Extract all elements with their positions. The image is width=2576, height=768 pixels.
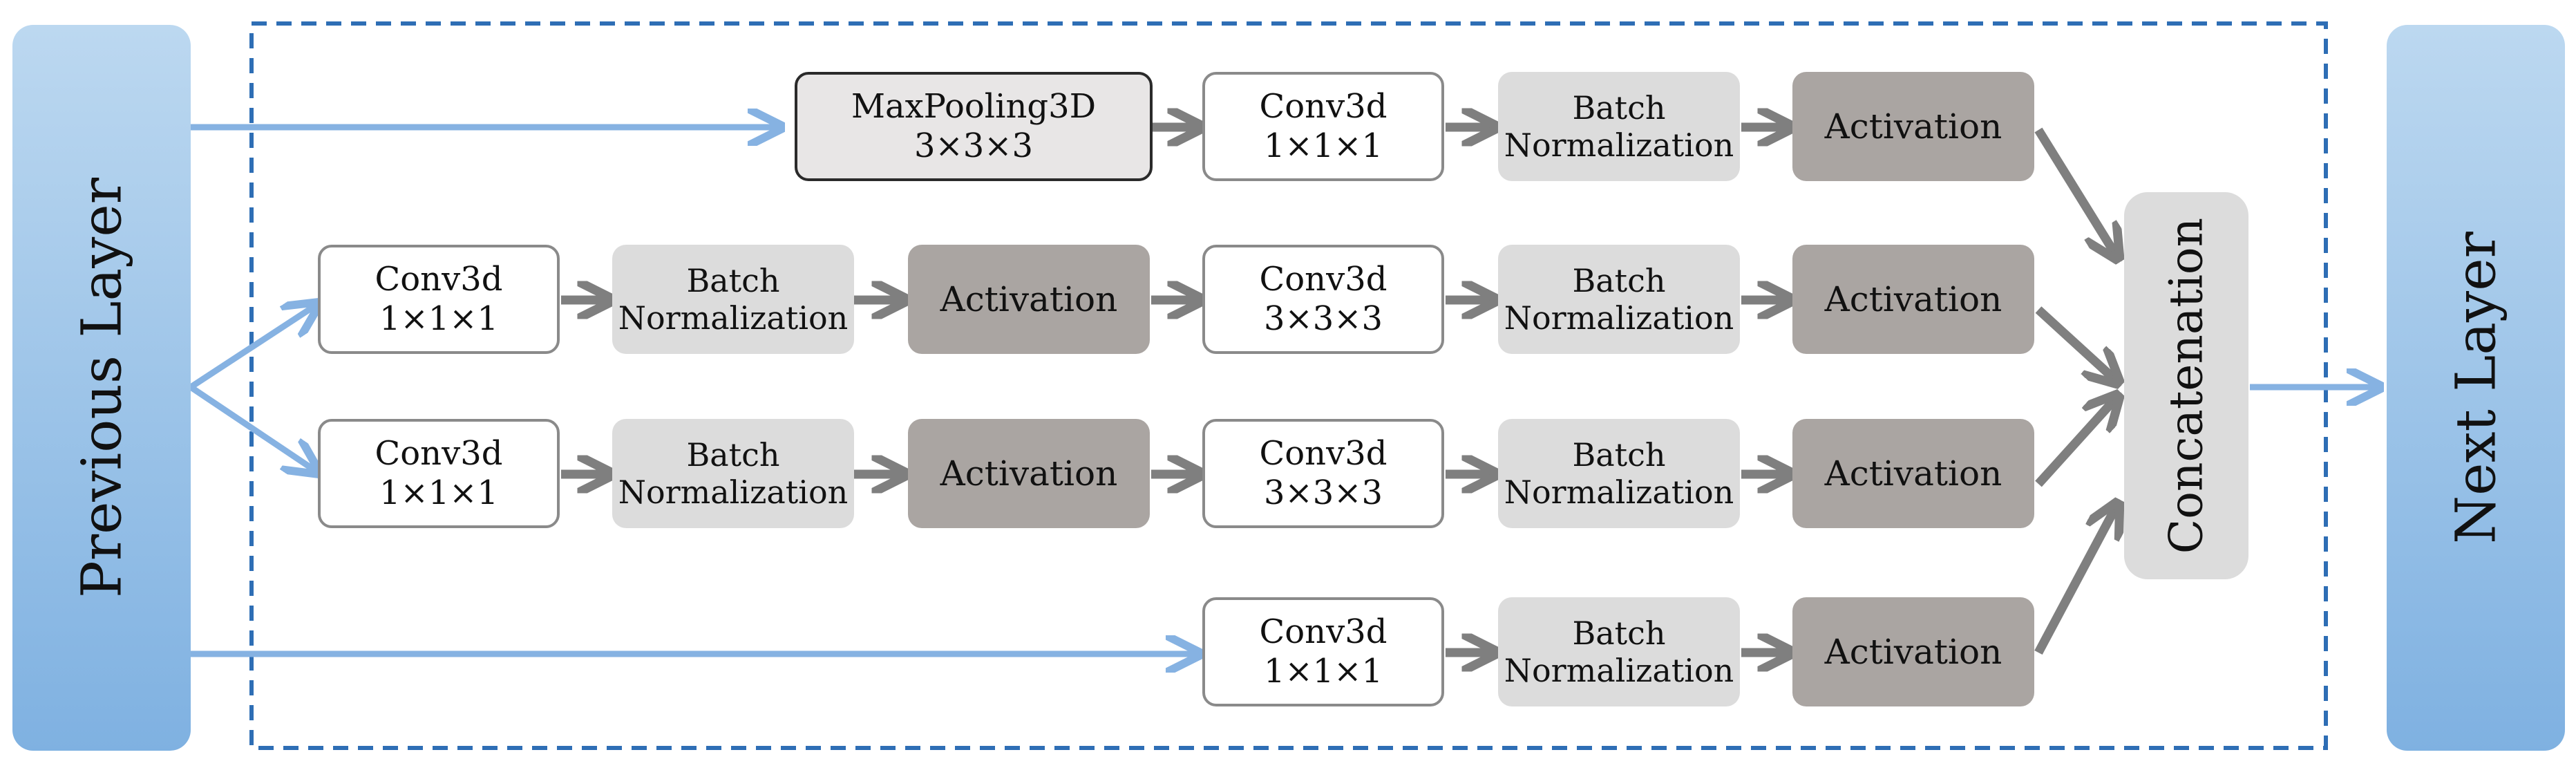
arrow-row4-to-concat bbox=[2034, 505, 2117, 655]
batch-norm-node-row1: Batch Normalization bbox=[1498, 72, 1740, 181]
arrow-row1-to-concat bbox=[2034, 127, 2117, 257]
conv-title: Conv3d bbox=[375, 434, 503, 474]
arrow-prev-to-conv-row3 bbox=[189, 384, 316, 471]
batch-norm-node-row4: Batch Normalization bbox=[1498, 597, 1740, 706]
previous-layer-label: Previous Layer bbox=[69, 178, 134, 598]
batch-norm-line2: Normalization bbox=[618, 474, 849, 511]
conv-kernel: 3×3×3 bbox=[1263, 299, 1383, 338]
batch-norm-line1: Batch bbox=[1572, 88, 1666, 127]
batch-norm-line2: Normalization bbox=[1504, 652, 1734, 689]
maxpool-node: MaxPooling3D 3×3×3 bbox=[795, 72, 1153, 181]
conv-kernel: 3×3×3 bbox=[1263, 474, 1383, 512]
batch-norm-line2: Normalization bbox=[1504, 474, 1734, 511]
batch-norm-line1: Batch bbox=[686, 261, 780, 299]
activation-node-row4: Activation bbox=[1792, 597, 2034, 706]
conv-node-row1: Conv3d 1×1×1 bbox=[1202, 72, 1444, 181]
batch-norm-node-row3-b: Batch Normalization bbox=[1498, 419, 1740, 528]
batch-norm-line2: Normalization bbox=[1504, 299, 1734, 337]
activation-label: Activation bbox=[1824, 632, 2002, 672]
batch-norm-line1: Batch bbox=[1572, 435, 1666, 474]
batch-norm-line2: Normalization bbox=[1504, 127, 1734, 164]
blue-arrows bbox=[189, 127, 2378, 654]
activation-node-row1: Activation bbox=[1792, 72, 2034, 181]
conv-node-row2-b: Conv3d 3×3×3 bbox=[1202, 245, 1444, 354]
conv-title: Conv3d bbox=[1259, 87, 1388, 127]
conv-kernel: 1×1×1 bbox=[1263, 127, 1383, 165]
next-layer-label: Next Layer bbox=[2443, 232, 2508, 544]
activation-label: Activation bbox=[1824, 279, 2002, 319]
activation-node-row2-a: Activation bbox=[908, 245, 1150, 354]
batch-norm-line2: Normalization bbox=[618, 299, 849, 337]
conv-title: Conv3d bbox=[1259, 434, 1388, 474]
next-layer-block: Next Layer bbox=[2387, 25, 2565, 751]
batch-norm-line1: Batch bbox=[1572, 614, 1666, 652]
maxpool-kernel: 3×3×3 bbox=[913, 127, 1034, 165]
conv-node-row3-b: Conv3d 3×3×3 bbox=[1202, 419, 1444, 528]
conv-kernel: 1×1×1 bbox=[379, 474, 499, 512]
activation-node-row3-b: Activation bbox=[1792, 419, 2034, 528]
activation-label: Activation bbox=[940, 453, 1118, 494]
conv-title: Conv3d bbox=[1259, 612, 1388, 652]
activation-label: Activation bbox=[1824, 453, 2002, 494]
batch-norm-node-row2-a: Batch Normalization bbox=[612, 245, 854, 354]
activation-label: Activation bbox=[1824, 106, 2002, 147]
batch-norm-node-row3-a: Batch Normalization bbox=[612, 419, 854, 528]
activation-node-row2-b: Activation bbox=[1792, 245, 2034, 354]
concatenation-label: Concatenation bbox=[2159, 217, 2213, 554]
inception-module-border bbox=[249, 21, 2328, 750]
batch-norm-line1: Batch bbox=[686, 435, 780, 474]
arrow-row2-to-concat bbox=[2035, 306, 2117, 382]
batch-norm-line1: Batch bbox=[1572, 261, 1666, 299]
conv-title: Conv3d bbox=[1259, 260, 1388, 299]
conv-kernel: 1×1×1 bbox=[1263, 652, 1383, 691]
arrow-row3-to-concat bbox=[2035, 397, 2117, 487]
conv-kernel: 1×1×1 bbox=[379, 299, 499, 338]
arrow-prev-to-conv-row2 bbox=[189, 305, 316, 390]
previous-layer-block: Previous Layer bbox=[12, 25, 191, 751]
maxpool-title: MaxPooling3D bbox=[851, 87, 1097, 127]
gray-arrows bbox=[561, 127, 2117, 653]
conv-node-row2-a: Conv3d 1×1×1 bbox=[318, 245, 560, 354]
activation-label: Activation bbox=[940, 279, 1118, 319]
concatenation-block: Concatenation bbox=[2124, 192, 2248, 579]
conv-node-row3-a: Conv3d 1×1×1 bbox=[318, 419, 560, 528]
conv-node-row4: Conv3d 1×1×1 bbox=[1202, 597, 1444, 706]
batch-norm-node-row2-b: Batch Normalization bbox=[1498, 245, 1740, 354]
activation-node-row3-a: Activation bbox=[908, 419, 1150, 528]
conv-title: Conv3d bbox=[375, 260, 503, 299]
